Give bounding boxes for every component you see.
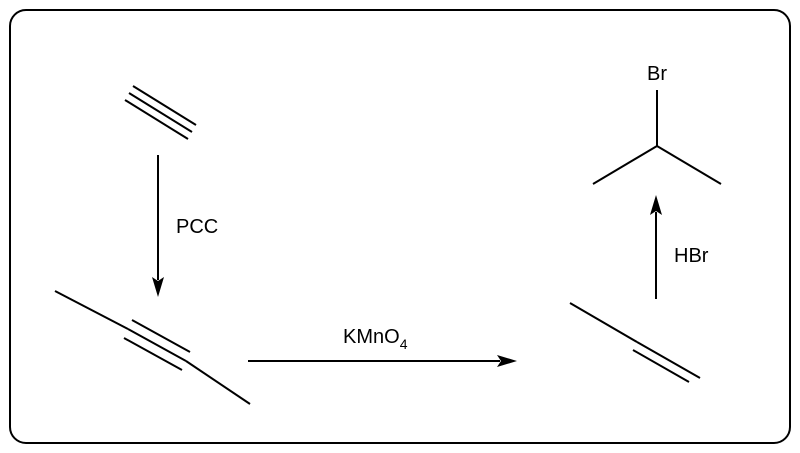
arrow-step1 <box>152 155 164 297</box>
arrow-step2 <box>248 355 517 367</box>
arrow-step3 <box>650 195 662 299</box>
scheme-frame <box>9 9 791 444</box>
molecule-ethyne <box>124 85 197 140</box>
molecule-butyne <box>54 290 251 405</box>
reagent-pcc-label: PCC <box>176 216 218 238</box>
bromopropane-bond-left <box>592 145 658 185</box>
propene-single-bond <box>569 302 638 343</box>
reagent-kmno4-label: KMnO4 <box>343 326 408 352</box>
reagent-kmno4-main: KMnO <box>343 326 400 348</box>
propene-double-line-1 <box>636 341 701 379</box>
triple-bond-line-3 <box>124 99 189 140</box>
butyne-triple-line-2 <box>127 328 187 362</box>
arrow-step1-head <box>152 277 164 297</box>
butyne-bond-right <box>185 360 251 405</box>
triple-bond-line-1 <box>132 85 197 126</box>
triple-bond-line-2 <box>128 92 193 133</box>
butyne-triple-line-3 <box>123 337 183 371</box>
arrow-step2-head <box>497 355 517 367</box>
bromine-atom-label: Br <box>647 63 667 85</box>
reagent-kmno4-subscript: 4 <box>400 336 408 352</box>
molecule-bromopropane <box>592 90 722 185</box>
molecule-propene <box>569 302 701 383</box>
propene-double-line-2 <box>632 349 690 383</box>
butyne-bond-left <box>54 290 129 330</box>
butyne-triple-line-1 <box>131 319 191 353</box>
bromopropane-bond-right <box>656 145 722 185</box>
arrow-step3-head <box>650 195 662 215</box>
reagent-hbr-label: HBr <box>674 245 709 267</box>
